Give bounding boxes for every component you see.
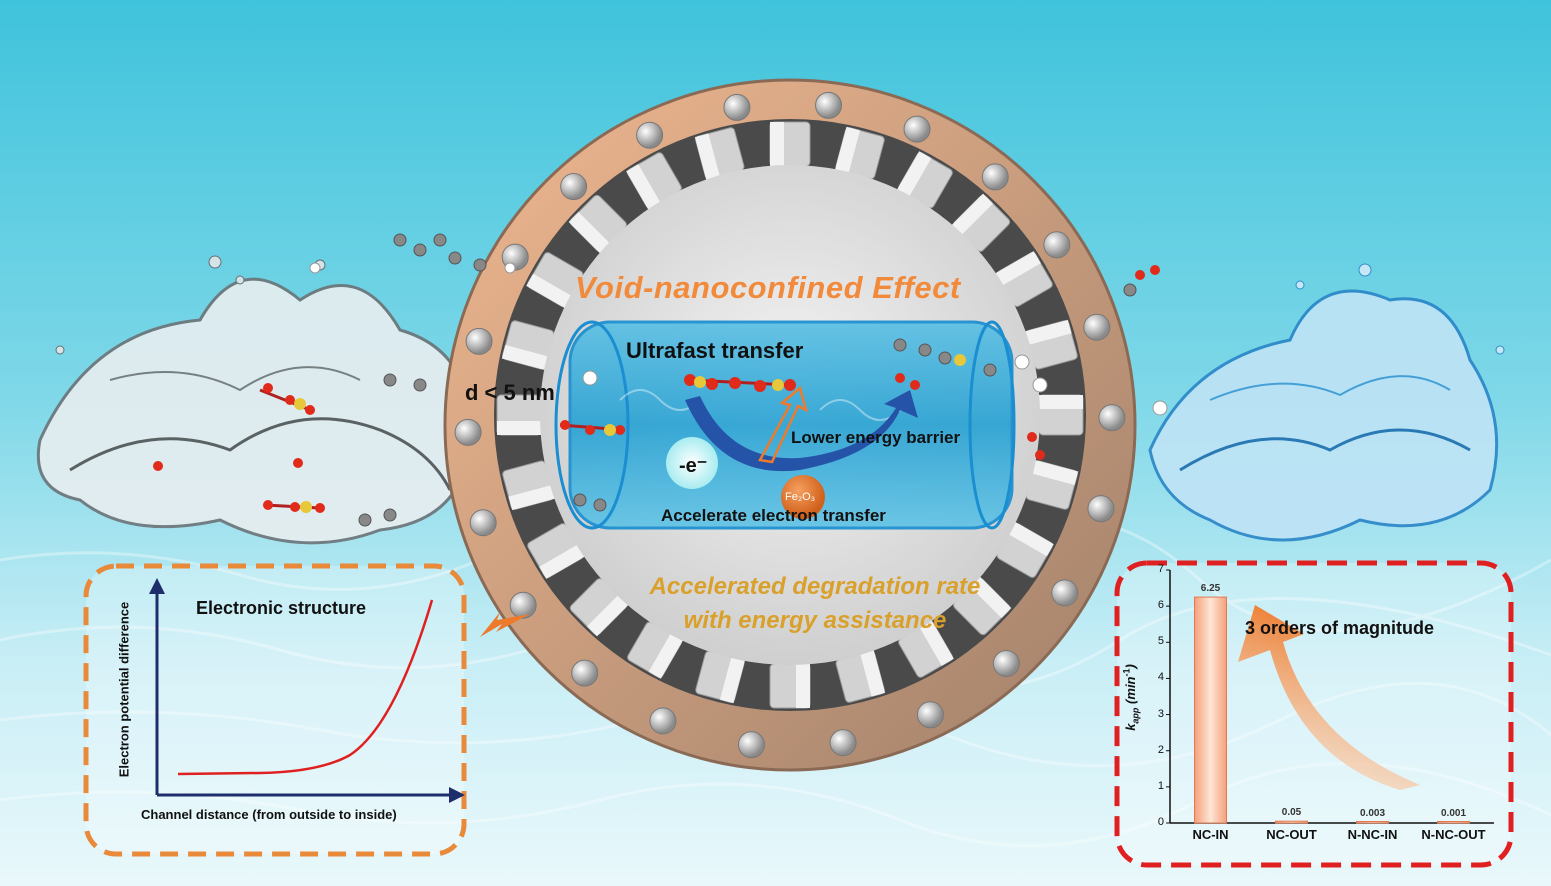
ultrafast-transfer-label: Ultrafast transfer <box>626 338 804 363</box>
pore-block <box>1025 460 1079 510</box>
surface-pore <box>1051 579 1079 607</box>
pore-size-label: d < 5 nm <box>465 380 555 405</box>
surface-pore <box>992 649 1020 677</box>
pore-block <box>694 127 745 180</box>
bar <box>1275 820 1308 824</box>
potential-curve <box>177 599 434 776</box>
pore-block <box>951 193 1011 252</box>
energy-barrier-label: Lower energy barrier <box>791 428 961 447</box>
pore-block <box>996 522 1054 578</box>
zoom-arrow <box>480 612 530 637</box>
transfer-arrow <box>685 390 918 472</box>
pore-block <box>769 121 811 167</box>
bar-value-label: 6.25 <box>1200 583 1221 595</box>
pore-block <box>1025 319 1078 370</box>
y-tick-label: 1 <box>1157 779 1164 792</box>
pore-blocks <box>496 121 1084 709</box>
category-label: N-NC-OUT <box>1421 827 1486 842</box>
kapp-axis-label: kapp (min-1) <box>1121 664 1141 731</box>
electron-label: -e⁻ <box>679 455 708 477</box>
pore-block <box>695 650 745 704</box>
bar-value-label: 0.05 <box>1281 807 1302 819</box>
surface-pore <box>649 707 677 735</box>
y-tick-label: 7 <box>1157 563 1164 575</box>
pore-block <box>769 663 811 709</box>
fe2o3-particle <box>781 475 825 519</box>
category-label: N-NC-IN <box>1347 827 1398 842</box>
potential-axis-label: Electron potential difference <box>116 601 132 778</box>
surface-pore <box>916 701 944 729</box>
surface-pore <box>1043 231 1071 259</box>
surface-pore <box>737 731 765 759</box>
bar-value-label: 0.001 <box>1440 807 1467 819</box>
y-tick-label: 2 <box>1157 743 1164 756</box>
pore-block <box>526 252 584 308</box>
y-tick-label: 4 <box>1157 671 1164 684</box>
y-tick-label: 6 <box>1157 599 1164 612</box>
pore-block <box>496 394 542 436</box>
magnitude-annotation: 3 orders of magnitude <box>1245 618 1435 638</box>
category-label: NC-IN <box>1192 827 1229 842</box>
bar <box>1356 821 1389 824</box>
category-label: NC-OUT <box>1266 827 1317 842</box>
degradation-label: Accelerated degradation rate with energy… <box>649 573 981 634</box>
surface-pore <box>465 327 493 355</box>
surface-pore <box>903 115 931 143</box>
molecules <box>153 233 1168 527</box>
surface-pore <box>571 659 599 687</box>
y-tick-label: 5 <box>1157 635 1164 648</box>
y-tick-label: 0 <box>1157 816 1164 828</box>
electronic-structure-title: Electronic structure <box>196 598 367 618</box>
surface-pore <box>723 93 751 121</box>
surface-pore <box>454 418 482 446</box>
electron-transfer-label: Accelerate electron transfer <box>661 506 886 525</box>
magnitude-arrow <box>1238 605 1420 790</box>
electronic-structure-panel <box>83 563 467 857</box>
left-water-splash <box>36 255 472 545</box>
diagram-title: Void-nanoconfined Effect <box>575 270 961 305</box>
pore-block <box>897 151 953 209</box>
surface-pore <box>829 729 857 757</box>
bar <box>1194 596 1227 824</box>
pore-block <box>502 460 555 511</box>
surface-pore <box>636 121 664 149</box>
electron-ball <box>666 437 718 489</box>
surface-pores <box>454 91 1126 759</box>
surface-pore <box>469 509 497 537</box>
pore-block <box>627 621 683 679</box>
pore-block <box>898 620 954 678</box>
fe2o3-label: Fe₂O₃ <box>785 491 816 503</box>
surface-pore <box>1098 404 1126 432</box>
surface-pore <box>1087 495 1115 523</box>
energy-barrier-arrow <box>758 385 808 464</box>
bar <box>1437 821 1470 824</box>
bar-chart <box>1166 569 1494 824</box>
pore-block <box>835 650 886 703</box>
right-water-splash <box>1148 263 1505 542</box>
pore-block <box>626 152 682 210</box>
y-tick-label: 3 <box>1157 707 1164 720</box>
bar-value-label: 0.003 <box>1359 807 1386 819</box>
pore-block <box>1038 394 1084 436</box>
rate-constant-panel <box>1114 560 1514 868</box>
surface-pore <box>509 591 537 619</box>
surface-pore <box>981 163 1009 191</box>
distance-axis-label: Channel distance (from outside to inside… <box>141 807 397 822</box>
pore-block <box>527 523 585 579</box>
pore-block <box>835 126 885 180</box>
surface-pore <box>815 91 843 119</box>
surface-pore <box>1083 313 1111 341</box>
pore-block <box>568 194 627 254</box>
surface-pore <box>560 173 588 201</box>
